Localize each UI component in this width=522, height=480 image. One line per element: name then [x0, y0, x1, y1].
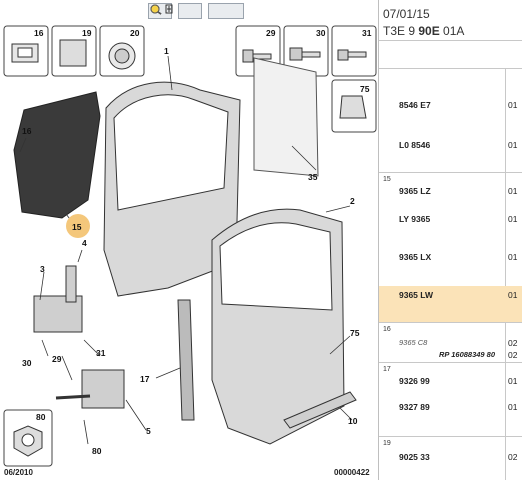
callout-29[interactable]: 29 [52, 354, 62, 364]
box-label-80: 80 [36, 412, 46, 422]
screw-29-sketch [242, 49, 272, 63]
parts-list-panel: 07/01/15 T3E 9 90E 01A 8546 E7 01 L0 854… [378, 0, 522, 480]
box-label-16: 16 [34, 28, 44, 38]
callout-4[interactable]: 4 [82, 238, 87, 248]
door-2-window [219, 222, 333, 311]
callout-30[interactable]: 30 [22, 358, 32, 368]
nut-80-sketch [13, 425, 43, 457]
molding-10-shape[interactable] [283, 391, 357, 429]
box-label-19: 19 [82, 28, 92, 38]
callout-2[interactable]: 2 [350, 196, 355, 206]
callout-16[interactable]: 16 [22, 126, 32, 136]
catalog-date: 07/01/15 [383, 7, 430, 21]
callout-17[interactable]: 17 [140, 374, 150, 384]
diagram-code: 00000422 [334, 468, 370, 477]
screw-30-sketch [289, 47, 321, 61]
zoom-fit-icon [150, 4, 173, 15]
trim-17-shape[interactable] [177, 299, 195, 421]
callout-75[interactable]: 75 [350, 328, 360, 338]
callout-15-highlight[interactable] [66, 214, 90, 238]
callout-1[interactable]: 1 [164, 46, 169, 56]
box-label-75: 75 [360, 84, 370, 94]
parts-row[interactable]: 15 9365 LZ 01 [383, 176, 518, 196]
clips-35-group[interactable] [253, 57, 319, 177]
box-label-30: 30 [316, 28, 326, 38]
callout-80[interactable]: 80 [92, 446, 102, 456]
callout-35[interactable]: 35 [308, 172, 318, 182]
parts-row-selected[interactable]: 9365 LW 01 [379, 286, 522, 322]
clip-16-sketch [11, 43, 39, 63]
lock-5-group[interactable] [55, 369, 125, 409]
parts-row[interactable]: 9365 LX 01 [399, 252, 518, 262]
callout-3[interactable]: 3 [40, 264, 45, 274]
callout-5[interactable]: 5 [146, 426, 151, 436]
plug-20-sketch [108, 42, 136, 70]
screw-31-sketch [337, 49, 367, 61]
catalog-reference: T3E 9 90E 01A [383, 24, 465, 38]
door-1-window [113, 94, 229, 211]
clip-75-sketch [339, 95, 367, 119]
exploded-view: 1 2 3 4 5 10 15 16 16 17 19 20 29 29 30 … [3, 25, 377, 467]
zoom-toolbar [148, 3, 244, 19]
seal-15-shape[interactable] [13, 91, 101, 219]
parts-row[interactable]: 16 9365 C8 02 RP 16088349 80 02 [383, 326, 518, 360]
part-box-31[interactable] [331, 25, 377, 77]
parts-row[interactable]: 17 9326 99 01 [383, 366, 518, 386]
parts-row[interactable]: 19 9025 33 02 [383, 440, 518, 462]
zoom-fit-button[interactable] [150, 3, 244, 19]
box-label-20: 20 [130, 28, 140, 38]
parts-row[interactable]: 8546 E7 01 [399, 100, 518, 110]
callout-10[interactable]: 10 [348, 416, 358, 426]
parts-diagram: 1 2 3 4 5 10 15 16 16 17 19 20 29 29 30 … [3, 3, 377, 477]
pad-19-sketch [59, 39, 87, 67]
callout-31[interactable]: 31 [96, 348, 106, 358]
callout-15[interactable]: 15 [72, 222, 82, 232]
diagram-date: 06/2010 [4, 468, 33, 477]
box-label-29: 29 [266, 28, 276, 38]
parts-row[interactable]: L0 8546 01 [399, 140, 518, 150]
box-label-31: 31 [362, 28, 372, 38]
hinge-3-group[interactable] [33, 265, 83, 333]
parts-row[interactable]: 9327 89 01 [399, 402, 518, 412]
parts-row[interactable]: LY 9365 01 [399, 214, 518, 224]
